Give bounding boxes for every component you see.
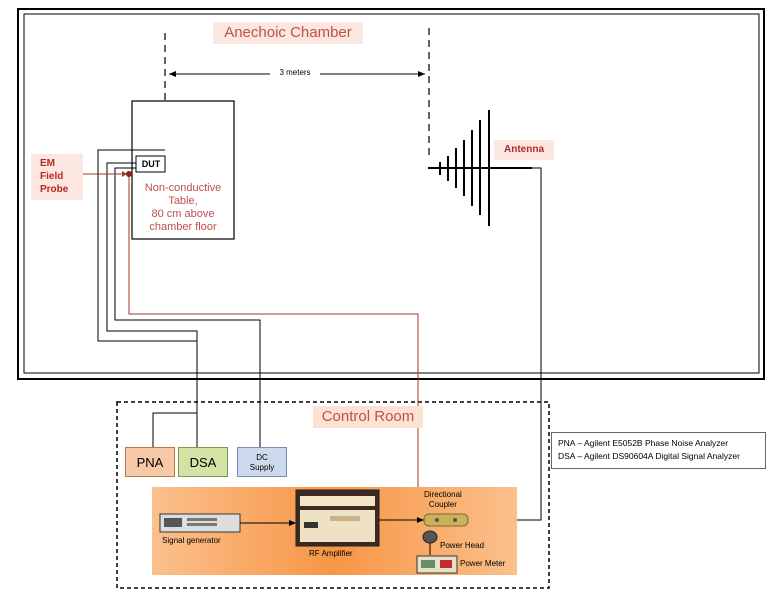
pna-box: PNA	[125, 447, 175, 477]
dc-supply-box: DC Supply	[237, 447, 287, 477]
em-field-probe-label: EM Field Probe	[31, 154, 83, 200]
anechoic-chamber-title: Anechoic Chamber	[213, 22, 363, 44]
dsa-box: DSA	[178, 447, 228, 477]
cable-dc	[114, 167, 261, 447]
antenna-shape	[428, 110, 532, 226]
power-meter-label: Power Meter	[460, 559, 506, 568]
legend-dsa: DSA – Agilent DS90604A Digital Signal An…	[558, 451, 740, 461]
power-head-label: Power Head	[440, 541, 485, 550]
legend-pna: PNA – Agilent E5052B Phase Noise Analyze…	[558, 438, 729, 448]
power-head-device	[422, 530, 438, 544]
chamber-inner-wall	[23, 13, 760, 374]
em-probe-point	[126, 171, 132, 177]
instrument-legend: PNA – Agilent E5052B Phase Noise Analyze…	[551, 432, 766, 469]
dut-box	[135, 155, 166, 173]
signal-generator-label: Signal generator	[162, 536, 221, 545]
cable-dsa	[106, 162, 198, 447]
control-room-border	[116, 401, 550, 589]
control-room-title: Control Room	[313, 406, 423, 428]
dsa-label: DSA	[189, 455, 217, 470]
rf-amplifier-label: RF Amplifier	[309, 549, 353, 558]
dut-label: DUT	[141, 159, 161, 169]
directional-coupler-device	[423, 513, 469, 527]
table-label: Non-conductive Table, 80 cm above chambe…	[144, 182, 222, 233]
pna-label: PNA	[136, 455, 164, 470]
antenna-label: Antenna	[494, 140, 554, 160]
antenna-cable	[468, 167, 542, 521]
chamber-outer-wall	[17, 8, 765, 380]
distance-label: 3 meters	[270, 68, 320, 77]
directional-coupler-label: Directional Coupler	[424, 490, 462, 509]
